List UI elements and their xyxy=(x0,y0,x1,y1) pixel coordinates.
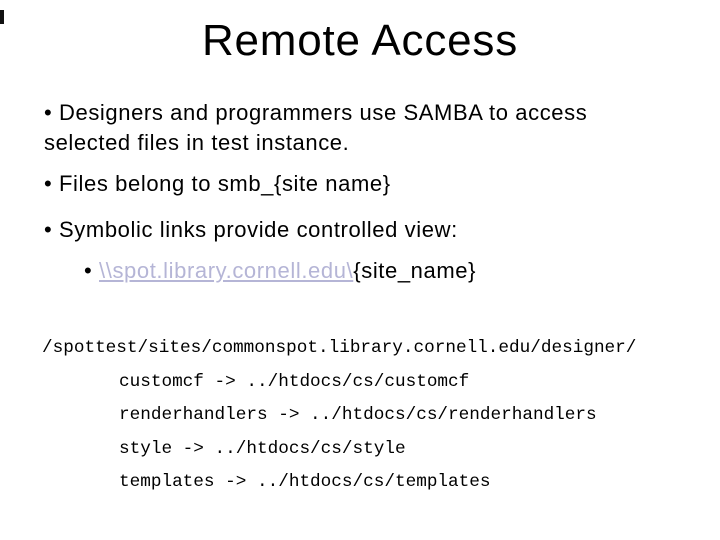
bullet-designers-samba: • Designers and programmers use SAMBA to… xyxy=(44,100,588,155)
code-line-designer-path: /spottest/sites/commonspot.library.corne… xyxy=(42,338,637,358)
code-line-templates-symlink: templates -> ../htdocs/cs/templates xyxy=(119,472,491,492)
sub-bullet-unc-path: • \\spot.library.cornell.edu\{site_name} xyxy=(84,256,476,286)
code-line-style-symlink: style -> ../htdocs/cs/style xyxy=(119,439,406,459)
bullet-files-smb: • Files belong to smb_{site name} xyxy=(44,171,391,196)
site-name-suffix: {site_name} xyxy=(353,258,477,283)
code-line-customcf-symlink: customcf -> ../htdocs/cs/customcf xyxy=(119,372,470,392)
bullet-symbolic-links: • Symbolic links provide controlled view… xyxy=(44,217,458,242)
unc-path-link[interactable]: \\spot.library.cornell.edu\ xyxy=(99,258,354,283)
sub-bullet-marker: • xyxy=(84,258,100,283)
code-line-renderhandlers-symlink: renderhandlers -> ../htdocs/cs/renderhan… xyxy=(119,405,597,425)
corner-artifact-mark xyxy=(0,10,4,24)
slide-title: Remote Access xyxy=(201,16,519,65)
